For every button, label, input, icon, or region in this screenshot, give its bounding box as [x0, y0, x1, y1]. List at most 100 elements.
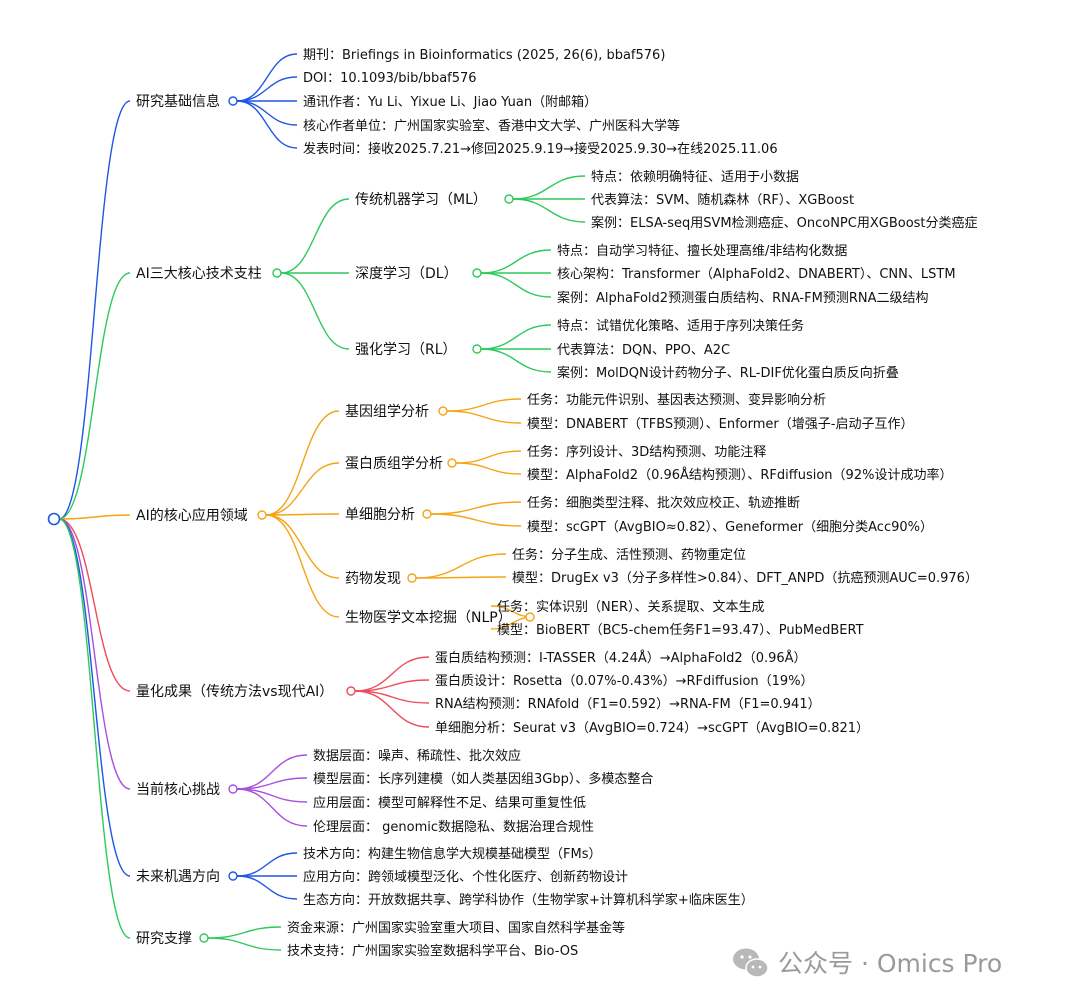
subbranch-connector [265, 513, 340, 516]
leaf-label[interactable]: 蛋白质结构预测：I-TASSER（4.24Å）→AlphaFold2（0.96Å… [435, 650, 807, 666]
branch-label[interactable]: AI的核心应用领域 [136, 507, 248, 524]
leaf-connector [430, 513, 522, 527]
leaf-connector [455, 462, 522, 475]
subbranch-connector [265, 514, 340, 579]
subtopic-collapse-toggle[interactable] [472, 268, 482, 278]
subtopic-label[interactable]: 单细胞分析 [345, 507, 415, 523]
branch-label[interactable]: 当前核心挑战 [136, 781, 220, 798]
mind-map-nodes: 研究基础信息 期刊：Briefings in Bioinformatics (20… [136, 48, 978, 959]
subtopic-label[interactable]: 药物发现 [345, 571, 401, 587]
leaf-label[interactable]: 期刊：Briefings in Bioinformatics (2025, 26… [303, 48, 665, 63]
leaf-label[interactable]: 案例：MolDQN设计药物分子、RL-DIF优化蛋白质反向折叠 [557, 365, 899, 381]
leaf-label[interactable]: 蛋白质设计：Rosetta（0.07%-0.43%）→RFdiffusion（1… [435, 673, 814, 689]
leaf-label[interactable]: 模型：DrugEx v3（分子多样性>0.84）、DFT_ANPD（抗癌预测AU… [512, 570, 978, 586]
leaf-label[interactable]: 发表时间：接收2025.7.21→修回2025.9.19→接受2025.9.30… [303, 141, 778, 157]
branch-collapse-toggle[interactable] [346, 686, 356, 696]
leaf-label[interactable]: 模型：BioBERT（BC5-chem任务F1=93.47）、PubMedBER… [497, 622, 864, 638]
leaf-label[interactable]: 任务：序列设计、3D结构预测、功能注释 [527, 444, 766, 460]
branch-connector [58, 514, 131, 520]
branch-connector [58, 272, 131, 520]
leaf-label[interactable]: 核心作者单位：广州国家实验室、香港中文大学、广州医科大学等 [303, 118, 680, 134]
leaf-label[interactable]: 代表算法：DQN、PPO、A2C [557, 343, 730, 358]
subbranch-connector [207, 937, 282, 951]
subtopic-label[interactable]: 深度学习（DL） [355, 266, 458, 282]
leaf-label[interactable]: 数据层面：噪声、稀疏性、批次效应 [313, 748, 521, 764]
branch-connector [58, 100, 131, 520]
subtopic-label[interactable]: 蛋白质组学分析 [345, 456, 443, 472]
subbranch-connector [280, 272, 350, 350]
branch-label[interactable]: 研究基础信息 [136, 93, 220, 110]
leaf-label[interactable]: 案例：AlphaFold2预测蛋白质结构、RNA-FM预测RNA二级结构 [557, 290, 928, 306]
leaf-label[interactable]: 模型：DNABERT（TFBS预测）、Enformer（增强子-启动子互作） [527, 417, 913, 432]
branch-connector [58, 518, 131, 877]
leaf-label[interactable]: 模型：AlphaFold2（0.96Å结构预测）、RFdiffusion（92%… [527, 467, 952, 483]
subbranch-connector [354, 690, 430, 728]
subtopic-label[interactable]: 生物医学文本挖掘（NLP） [345, 610, 512, 626]
leaf-label[interactable]: 模型层面：长序列建模（如人类基因组3Gbp）、多模态整合 [313, 771, 653, 787]
leaf-label[interactable]: DOI：10.1093/bib/bbaf576 [303, 71, 477, 86]
branch-collapse-toggle[interactable] [199, 933, 209, 943]
leaf-label[interactable]: 技术方向：构建生物信息学大规模基础模型（FMs） [303, 846, 601, 862]
subbranch-connector [236, 788, 308, 827]
subbranch-connector [236, 53, 298, 102]
leaf-label[interactable]: 应用方向：跨领域模型泛化、个性化医疗、创新药物设计 [303, 869, 628, 885]
mind-map-connectors [58, 53, 586, 951]
leaf-connector [512, 175, 586, 200]
leaf-label[interactable]: 通讯作者：Yu Li、Yixue Li、Jiao Yuan（附邮箱） [303, 94, 597, 110]
wechat-icon [733, 948, 769, 978]
leaf-label[interactable]: 特点：自动学习特征、擅长处理高维/非结构化数据 [557, 243, 847, 259]
subtopic-collapse-toggle[interactable] [438, 406, 448, 416]
leaf-label[interactable]: 应用层面：模型可解释性不足、结果可重复性低 [313, 795, 586, 811]
subtopic-label[interactable]: 强化学习（RL） [355, 342, 457, 358]
leaf-label[interactable]: 案例：ELSA-seq用SVM检测癌症、OncoNPC用XGBoost分类癌症 [591, 215, 978, 231]
watermark-text: 公众号 · Omics Pro [778, 949, 1002, 978]
leaf-label[interactable]: 模型：scGPT（AvgBIO≈0.82）、Geneformer（细胞分类Acc… [527, 520, 933, 535]
leaf-label[interactable]: 生态方向：开放数据共享、跨学科协作（生物学家+计算机科学家+临床医生） [303, 892, 754, 908]
leaf-label[interactable]: RNA结构预测：RNAfold（F1=0.592）→RNA-FM（F1=0.94… [435, 697, 821, 712]
subtopic-collapse-toggle[interactable] [422, 509, 432, 519]
subbranch-connector [265, 410, 340, 516]
leaf-label[interactable]: 伦理层面： genomic数据隐私、数据治理合规性 [313, 820, 594, 835]
leaf-connector [455, 450, 522, 464]
subtopic-collapse-toggle[interactable] [407, 573, 417, 583]
leaf-connector [446, 410, 522, 424]
leaf-connector [446, 398, 522, 412]
leaf-label[interactable]: 任务：功能元件识别、基因表达预测、变异影响分析 [527, 392, 826, 408]
leaf-label[interactable]: 代表算法：SVM、随机森林（RF）、XGBoost [591, 193, 854, 208]
subbranch-connector [354, 656, 430, 692]
branch-collapse-toggle[interactable] [228, 871, 238, 881]
subtopic-label[interactable]: 基因组学分析 [345, 403, 429, 420]
leaf-label[interactable]: 特点：试错优化策略、适用于序列决策任务 [557, 318, 804, 334]
leaf-label[interactable]: 单细胞分析：Seurat v3（AvgBIO=0.724）→scGPT（AvgB… [435, 721, 869, 736]
subtopic-collapse-toggle[interactable] [525, 612, 535, 622]
leaf-label[interactable]: 任务：实体识别（NER）、关系提取、文本生成 [497, 599, 764, 615]
branch-connector [58, 518, 131, 692]
subtopic-collapse-toggle[interactable] [472, 344, 482, 354]
subbranch-connector [236, 76, 298, 102]
leaf-label[interactable]: 技术支持：广州国家实验室数据科学平台、Bio-OS [287, 943, 578, 959]
branch-collapse-toggle[interactable] [272, 268, 282, 278]
branch-label[interactable]: AI三大核心技术支柱 [136, 266, 262, 282]
subbranch-connector [236, 100, 298, 149]
leaf-label[interactable]: 核心架构：Transformer（AlphaFold2、DNABERT）、CNN… [557, 267, 956, 282]
subtopic-collapse-toggle[interactable] [504, 194, 514, 204]
subtopic-collapse-toggle[interactable] [447, 458, 457, 468]
root-node[interactable] [47, 512, 61, 526]
leaf-connector [512, 198, 586, 223]
branch-collapse-toggle[interactable] [228, 96, 238, 106]
leaf-label[interactable]: 特点：依赖明确特征、适用于小数据 [591, 170, 799, 185]
subtopic-label[interactable]: 传统机器学习（ML） [355, 192, 487, 208]
leaf-label[interactable]: 任务：细胞类型注释、批次效应校正、轨迹推断 [527, 495, 800, 511]
leaf-label[interactable]: 资金来源：广州国家实验室重大项目、国家自然科学基金等 [287, 920, 625, 936]
branch-collapse-toggle[interactable] [257, 510, 267, 520]
branch-label[interactable]: 研究支撑 [136, 931, 192, 947]
branch-connector [58, 518, 131, 939]
root-node-circle[interactable] [47, 512, 61, 526]
branch-label[interactable]: 量化成果（传统方法vs现代AI） [136, 684, 333, 700]
leaf-connector [480, 272, 552, 298]
branch-label[interactable]: 未来机遇方向 [136, 869, 220, 885]
leaf-connector [430, 501, 522, 515]
leaf-label[interactable]: 任务：分子生成、活性预测、药物重定位 [512, 547, 746, 563]
branch-collapse-toggle[interactable] [228, 784, 238, 794]
